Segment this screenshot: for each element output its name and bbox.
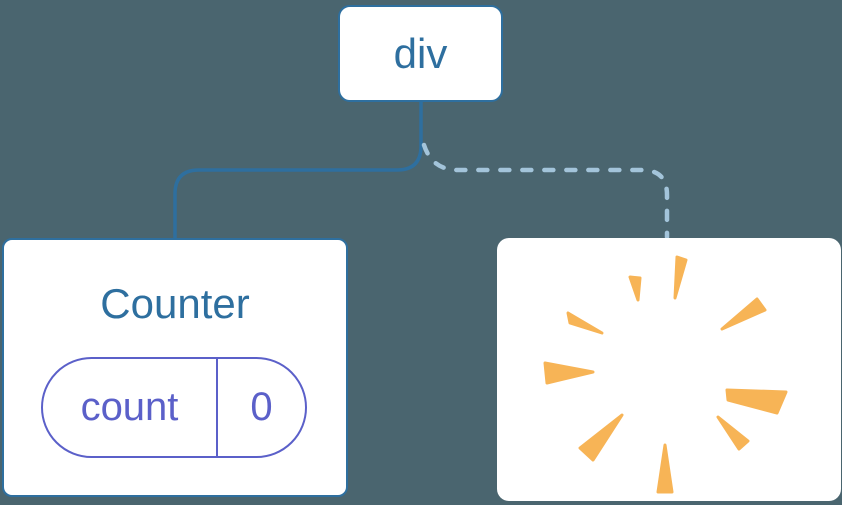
poof-icon (543, 255, 788, 494)
div-node-label: div (393, 29, 448, 77)
dashed-connector-line (421, 142, 670, 240)
state-name-label: count (43, 359, 218, 456)
counter-title: Counter (100, 280, 250, 327)
tree-node-destroyed (497, 238, 841, 501)
solid-connector-line (173, 100, 423, 238)
tree-node-counter: Counter count 0 (2, 238, 348, 497)
state-value: 0 (250, 385, 273, 429)
tree-node-div: div (338, 5, 503, 102)
state-pill: count 0 (41, 357, 307, 458)
